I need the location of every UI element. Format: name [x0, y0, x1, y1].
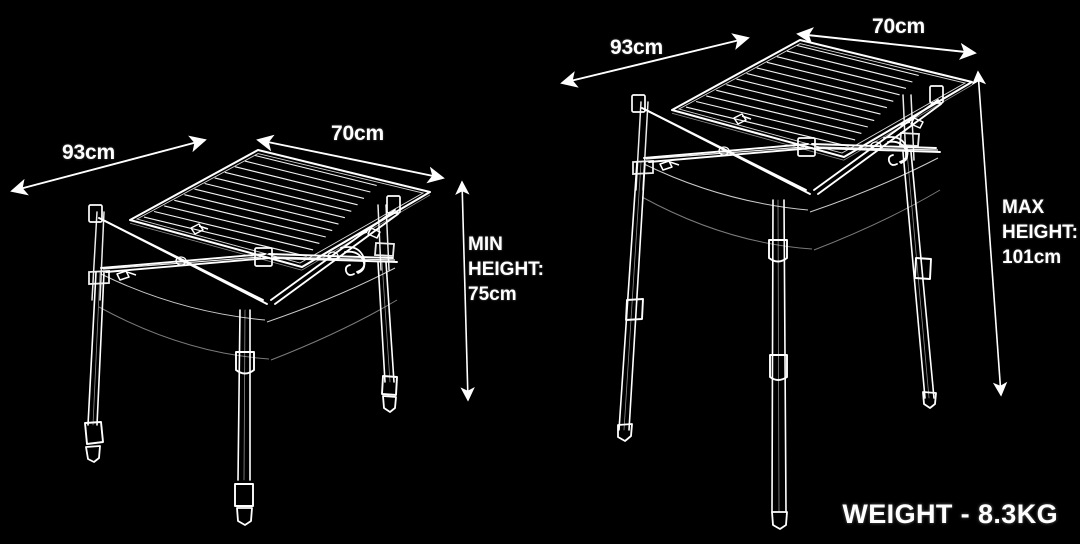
dim-arrow-height-min: [455, 180, 475, 402]
label-width-min: 93cm: [62, 141, 115, 164]
label-depth-min: 70cm: [331, 122, 384, 145]
label-max-height-line2: HEIGHT:: [1002, 222, 1078, 244]
table-min-height: [10, 134, 475, 526]
legs-extended: [617, 94, 937, 530]
dim-arrow-depth-min: [256, 134, 445, 184]
label-max-height: MAX HEIGHT: 101cm: [1002, 195, 1078, 270]
label-weight: WEIGHT - 8.3KG: [842, 499, 1058, 529]
label-min-height-line3: 75cm: [468, 284, 517, 306]
dim-arrow-width-max: [560, 33, 750, 88]
table-max-height: [560, 27, 1008, 530]
dim-arrow-width-min: [10, 135, 207, 196]
dimension-lines-min: [10, 134, 475, 402]
label-depth-max: 70cm: [872, 15, 925, 38]
legs-retracted: [84, 204, 398, 526]
tabletop-max: [670, 38, 974, 162]
label-min-height: MIN HEIGHT: 75cm: [468, 232, 544, 307]
label-max-height-line3: 101cm: [1002, 247, 1062, 269]
label-min-height-line1: MIN: [468, 234, 503, 255]
underframe-max: [631, 85, 944, 251]
dim-arrow-height-max: [971, 70, 1008, 397]
dim-arrow-depth-max: [796, 27, 977, 60]
label-width-max: 93cm: [610, 36, 663, 59]
label-min-height-line2: HEIGHT:: [468, 259, 544, 281]
label-max-height-line1: MAX: [1002, 197, 1045, 218]
dimension-lines-max: [560, 27, 1008, 397]
tabletop-min: [128, 148, 432, 272]
